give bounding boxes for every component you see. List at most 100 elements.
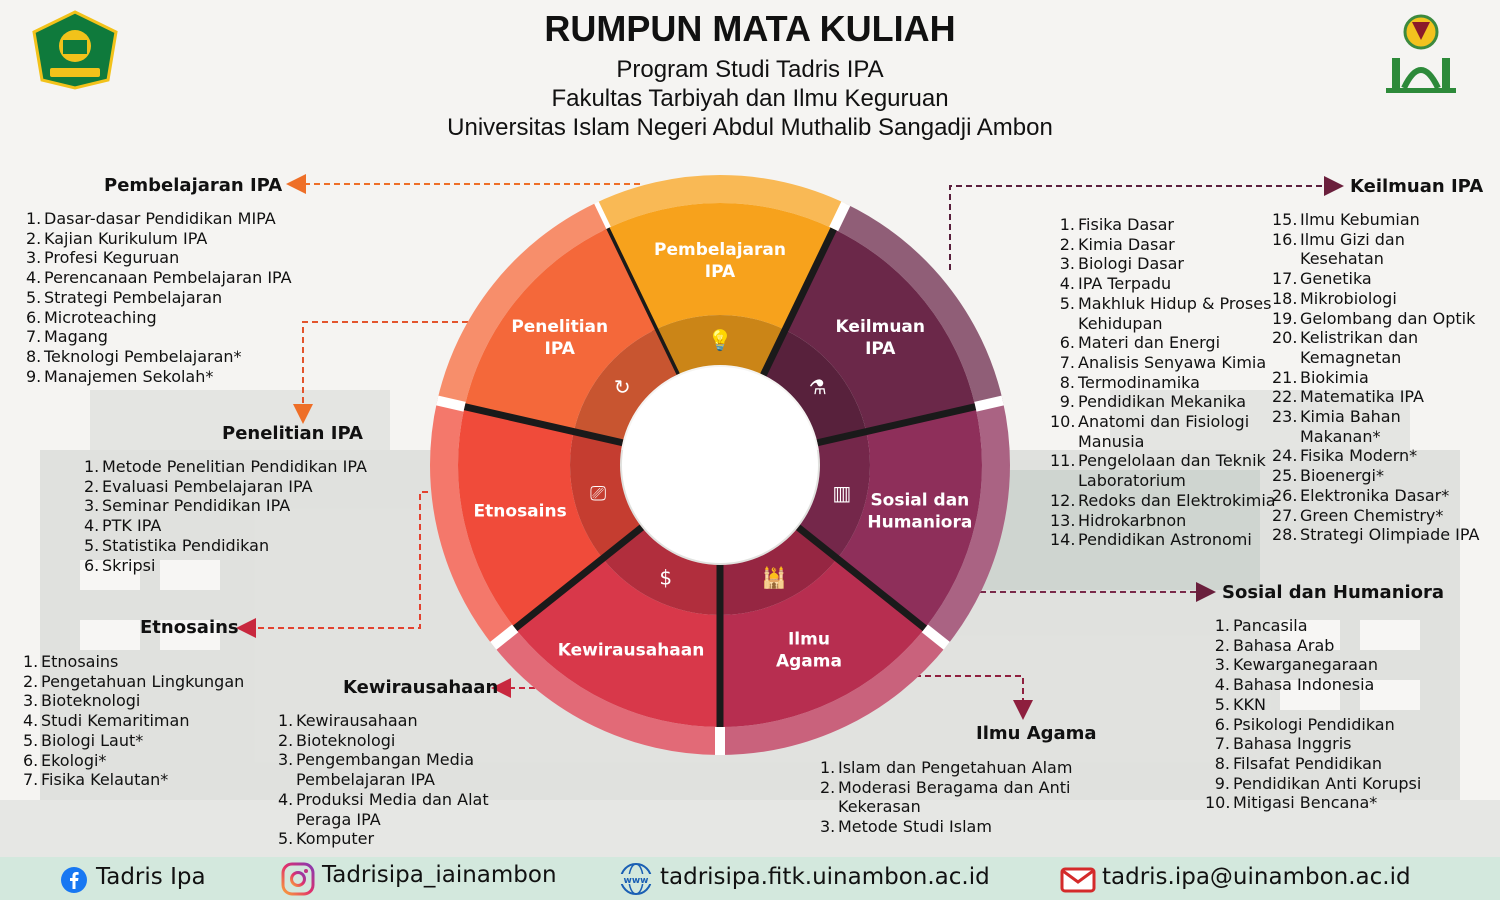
list-item-number: 6.: [1059, 333, 1075, 353]
list-item: 13.Hidrokarbnon: [1050, 511, 1276, 531]
list-item-text: Pengetahuan Lingkungan: [41, 671, 245, 691]
mail-icon[interactable]: [1060, 867, 1096, 893]
instagram-link[interactable]: Tadrisipa_iainambon: [322, 862, 557, 888]
list-item: 25.Bioenergi*: [1272, 466, 1479, 486]
website-link[interactable]: tadrisipa.fitk.uinambon.ac.id: [660, 864, 990, 890]
list-item: 3.Metode Studi Islam: [820, 817, 1072, 837]
list-item-text: Bioteknologi: [41, 691, 141, 711]
list-item-text: Filsafat Pendidikan: [1233, 753, 1383, 773]
list-item-number: 2.: [1214, 635, 1230, 655]
list-item: 3.Pengembangan Media: [278, 750, 489, 770]
list-item-number: 3.: [84, 496, 100, 516]
list-item-number: 9.: [26, 366, 42, 386]
list-item: 3.Profesi Keguruan: [26, 248, 292, 268]
segment-outer-ring: [594, 175, 846, 229]
list-item: 1.Islam dan Pengetahuan Alam: [820, 758, 1072, 778]
list-item-number: 1.: [820, 758, 836, 777]
list-item: 6.Skripsi: [84, 556, 367, 576]
list-item-text: Manajemen Sekolah*: [44, 366, 214, 386]
list-item-number: 4.: [1059, 274, 1075, 294]
list-item-number: 25.: [1272, 466, 1298, 486]
list-item-text: Kewirausahaan: [296, 711, 418, 730]
segment-outer-ring: [833, 203, 1003, 407]
list-item: 20.Kelistrikan dan: [1272, 328, 1479, 348]
list-item-number: 21.: [1272, 367, 1298, 387]
list-item-text: Kimia Bahan: [1300, 407, 1401, 427]
list-item: Laboratorium: [1050, 471, 1276, 491]
list-item-text: Evaluasi Pembelajaran IPA: [102, 476, 313, 496]
facebook-link[interactable]: Tadris Ipa: [96, 864, 206, 890]
list-item-number: 4.: [26, 268, 42, 288]
list-item: 27.Green Chemistry*: [1272, 506, 1479, 526]
list-item-number: 8.: [1059, 372, 1075, 392]
list-item-number: 1.: [23, 652, 39, 671]
list-item: Pembelajaran IPA: [278, 770, 489, 790]
segment-body: [837, 406, 982, 629]
list-item-number: 19.: [1272, 308, 1298, 328]
list-item-text: Psikologi Pendidikan: [1233, 714, 1395, 734]
list-item: Kesehatan: [1272, 249, 1479, 269]
list-item-text: Profesi Keguruan: [44, 248, 180, 268]
list-item: 23.Kimia Bahan: [1272, 407, 1479, 427]
list-item-number: 4.: [23, 711, 39, 731]
list-item-text: Magang: [44, 327, 108, 347]
list-item: 4.Bahasa Indonesia: [1205, 675, 1421, 695]
list-item-number: 7.: [26, 327, 42, 347]
footer-bar: [0, 857, 1500, 900]
list-item-number: 5.: [23, 730, 39, 750]
list-item-text: Ilmu Kebumian: [1300, 210, 1420, 229]
list-item-number: 1.: [26, 209, 42, 228]
heading-penelitian-ipa: Penelitian IPA: [222, 423, 363, 444]
segment-inner-ring: [573, 329, 677, 443]
svg-text:www: www: [624, 876, 649, 886]
email-link[interactable]: tadris.ipa@uinambon.ac.id: [1102, 864, 1411, 890]
list-item: 6.Psikologi Pendidikan: [1205, 715, 1421, 735]
list-item: 6.Ekologi*: [23, 751, 244, 771]
list-item-text: Pancasila: [1233, 616, 1308, 635]
list-item-number: 13.: [1050, 510, 1076, 530]
segment-divider: [816, 403, 977, 447]
instagram-icon[interactable]: [281, 862, 315, 896]
list-item-text: Bahasa Inggris: [1233, 734, 1352, 754]
facebook-icon[interactable]: [60, 866, 88, 894]
list-item-number: 6.: [23, 750, 39, 770]
list-item: 3.Seminar Pendidikan IPA: [84, 496, 367, 516]
list-item-text: Metode Penelitian Pendidikan IPA: [102, 457, 367, 476]
list-item-text: Laboratorium: [1078, 471, 1186, 491]
list-item: 28.Strategi Olimpiade IPA: [1272, 525, 1479, 545]
list-item: 3.Biologi Dasar: [1050, 254, 1276, 274]
list-item: 4.PTK IPA: [84, 516, 367, 536]
list-item-text: Analisis Senyawa Kimia: [1078, 352, 1267, 372]
list-item: 16.Ilmu Gizi dan: [1272, 230, 1479, 250]
list-item-number: 3.: [23, 691, 39, 711]
list-item-text: Peraga IPA: [296, 809, 381, 829]
segment-divider: [463, 403, 624, 447]
list-item: 10.Anatomi dan Fisiologi: [1050, 412, 1276, 432]
globe-www-icon[interactable]: www: [619, 862, 653, 896]
list-item-text: Moderasi Beragama dan Anti: [838, 777, 1071, 797]
list-item-number: 7.: [23, 770, 39, 790]
segment-divider: [796, 524, 928, 632]
list-item-text: Metode Studi Islam: [838, 817, 992, 837]
list-item: 7.Magang: [26, 327, 292, 347]
list-item-text: Manusia: [1078, 431, 1145, 451]
segment-body: [515, 558, 720, 727]
subtitle-line-2: Fakultas Tarbiyah dan Ilmu Keguruan: [551, 85, 949, 112]
list-item: 3.Bioteknologi: [23, 691, 244, 711]
segment-inner-ring: [654, 315, 786, 375]
list-item-number: 2.: [278, 730, 294, 750]
list-item: Manusia: [1050, 432, 1276, 452]
list-item: 6.Materi dan Energi: [1050, 333, 1276, 353]
subtitle-line-1: Program Studi Tadris IPA: [616, 56, 884, 83]
subtitle-line-3: Universitas Islam Negeri Abdul Muthalib …: [447, 114, 1053, 141]
devices-icon: ⎚: [590, 481, 606, 505]
list-item: 22.Matematika IPA: [1272, 387, 1479, 407]
list-item: 1.Kewirausahaan: [278, 711, 489, 731]
segment-inner-ring: [720, 527, 838, 615]
list-item: 21.Biokimia: [1272, 368, 1479, 388]
list-item: Kehidupan: [1050, 314, 1276, 334]
